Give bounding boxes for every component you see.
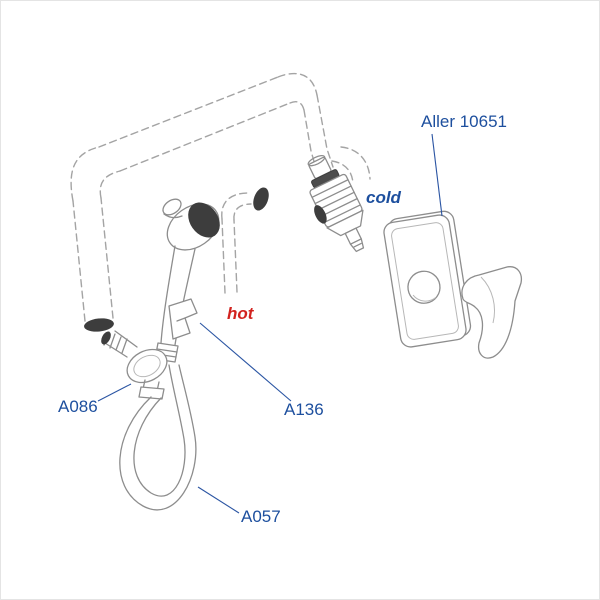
leader-line-hose: [197, 486, 240, 514]
bracket-code-label: A136: [284, 400, 324, 419]
supply-pipes: [70, 72, 371, 332]
shower-hose: [119, 364, 197, 511]
leader-line-valve: [97, 383, 132, 402]
valve-thread-end: [101, 331, 111, 345]
sprayer-face: [188, 202, 220, 238]
leader-line-model: [431, 133, 443, 217]
lever-handle: [461, 266, 523, 359]
hose-code-label: A057: [241, 507, 281, 526]
hand-sprayer: [154, 198, 220, 363]
mixer-inlet-port: [314, 205, 327, 224]
plate-hole: [407, 270, 441, 304]
sprayer-knob: [162, 198, 182, 216]
model-label: Aller 10651: [421, 112, 507, 131]
left-pipe-cap: [84, 318, 114, 332]
shutoff-valve: [101, 330, 168, 400]
wall-bracket: [168, 298, 198, 340]
mixer-cartridge: [307, 154, 365, 253]
valve-code-label: A086: [58, 397, 98, 416]
hot-label: hot: [227, 304, 255, 323]
cold-supply-pipe: [331, 146, 371, 184]
wall-plate: [383, 210, 472, 348]
cold-label: cold: [366, 188, 402, 207]
leader-line-bracket: [199, 322, 292, 402]
hot-pipe-cap: [253, 187, 269, 211]
hot-supply-pipe: [221, 187, 269, 294]
